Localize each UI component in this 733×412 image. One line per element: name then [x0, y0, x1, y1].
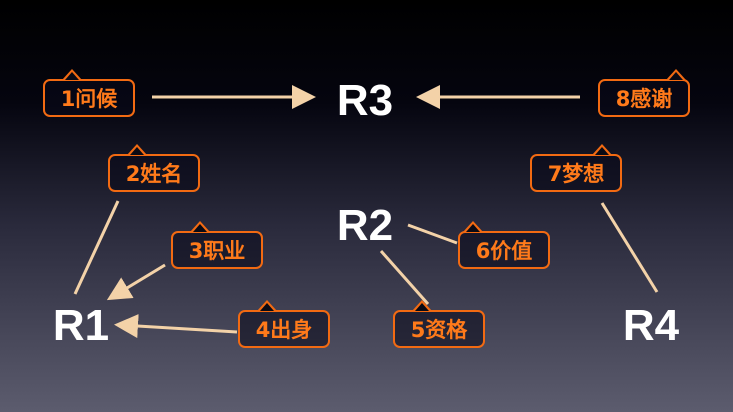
tag-label: 5资格 [410, 318, 468, 342]
tag-label: 4出身 [255, 318, 313, 342]
node-r3: R3 [336, 76, 394, 125]
node-r2: R2 [336, 201, 394, 250]
line-name-r1 [73, 200, 120, 295]
line-r2-qualification [379, 250, 430, 305]
tag-name: 2姓名 [108, 144, 200, 192]
line-dream-r4 [600, 202, 659, 293]
tag-label: 7梦想 [547, 162, 605, 186]
arrow-job-to-r1 [106, 263, 166, 301]
tag-greeting: 1问候 [43, 69, 135, 117]
tag-dream: 7梦想 [530, 144, 622, 192]
node-r4: R4 [622, 301, 680, 350]
tag-origin: 4出身 [238, 300, 330, 348]
tag-label: 8感谢 [615, 87, 673, 111]
tag-label: 6价值 [475, 239, 533, 263]
line-r2-value [407, 223, 458, 245]
tag-job: 3职业 [171, 221, 263, 269]
tag-label: 3职业 [188, 239, 246, 263]
tag-qualification: 5资格 [393, 300, 485, 348]
tag-label: 2姓名 [125, 162, 183, 186]
tag-label: 1问候 [60, 87, 118, 111]
tag-thanks: 8感谢 [598, 69, 690, 117]
arrow-origin-to-r1 [114, 314, 238, 339]
tag-value: 6价值 [458, 221, 550, 269]
node-r1: R1 [52, 301, 110, 350]
